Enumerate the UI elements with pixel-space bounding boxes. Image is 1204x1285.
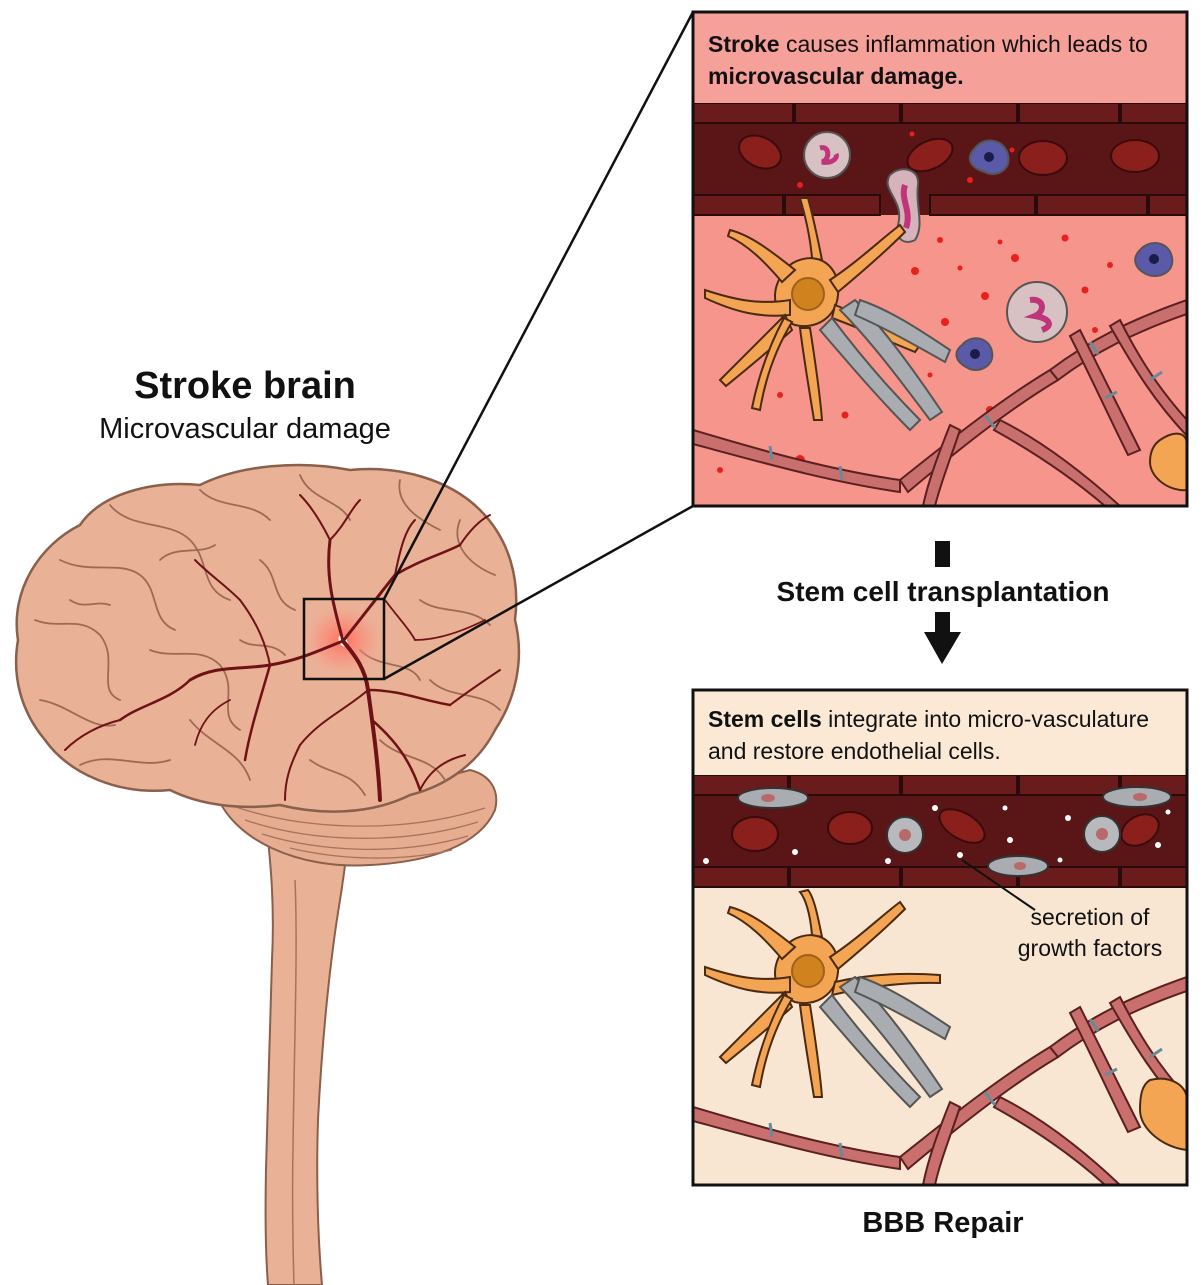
cerebrum [14,463,521,813]
inflammatory-dots [717,131,1113,473]
brain-illustration [14,11,695,1285]
caption-inflammation-bold-2: microvascular damage. [708,63,964,89]
brain-subtitle: Microvascular damage [99,413,391,445]
astrocyte-endfeet [818,298,952,432]
transition-arrow [924,541,961,664]
footer-label: BBB Repair [862,1207,1024,1239]
cerebral-vessels [64,494,501,802]
red-blood-cells-bottom [731,808,1160,852]
caption-repair-text: integrate into micro-vasculature and res… [708,706,1150,764]
leukocytes [803,131,1174,371]
secretion-annotation-line-2: growth factors [1017,935,1163,961]
zoom-box [302,597,386,681]
caption-box-bottom [693,690,1187,775]
caption-inflammation-text: causes inflammation which leads to [779,31,1148,57]
caption-repair-bold: Stem cells [708,706,822,732]
brainstem [260,788,354,1285]
caption-inflammation: Stroke causes inflammation which leads t… [708,28,1178,92]
secretion-annotation-line-1: secretion of [1030,904,1150,930]
zoom-line-bottom [383,504,694,681]
caption-box-top [693,12,1187,103]
panel-inflamed [691,10,1189,508]
transition-label: Stem cell transplantation [776,576,1110,607]
capillary-network [693,298,1187,506]
stem-cells-circulating [886,815,1121,854]
red-blood-cells [738,134,1160,176]
secretion-annotation: secretion of growth factors [990,902,1190,964]
annotation-pointer [961,859,1036,911]
caption-repair: Stem cells integrate into micro-vasculat… [708,703,1188,767]
brain-title: Stroke brain [134,365,356,407]
zoom-line-top [382,11,695,600]
caption-inflammation-bold-1: Stroke [708,31,780,57]
stem-cells-integrated [737,786,1172,877]
panel-repair [691,688,1189,1187]
growth-factor-dots [703,805,1171,864]
